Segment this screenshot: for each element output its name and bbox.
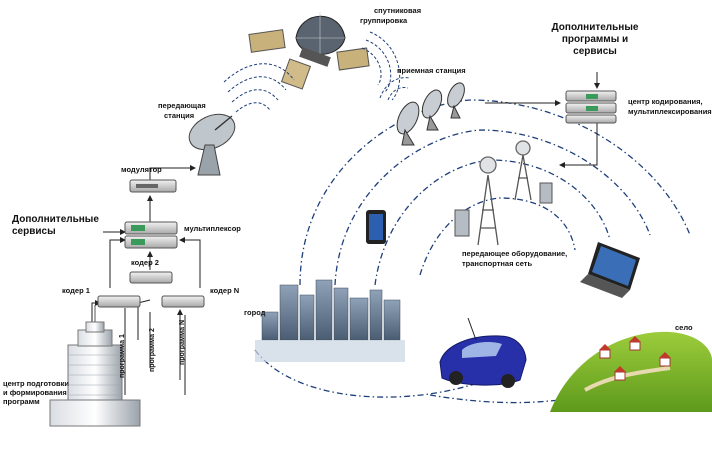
laptop-icon [580, 242, 640, 298]
satellite-waves [361, 31, 401, 101]
prep-center-building-icon [49, 305, 141, 427]
prog1-label: программа 1 [119, 334, 126, 378]
connection-arrows [91, 72, 600, 395]
server-rack-icon [454, 182, 553, 237]
satellite-icon [248, 12, 370, 90]
modulator-label: модулятор [121, 165, 162, 174]
transmit-dish-icon [188, 113, 236, 176]
coder2-label: кодер 2 [131, 258, 159, 267]
coderN-label: кодер N [210, 286, 239, 295]
coding-center-label: центр кодирования,мультиплексирования [628, 97, 712, 116]
multiplexer-device [124, 221, 178, 249]
coding-center-device [565, 90, 617, 124]
coder1-device [97, 295, 141, 308]
transmit-dish-waves [223, 63, 295, 113]
car-icon [439, 317, 527, 388]
coderN-device [161, 295, 205, 308]
village-label: село [675, 323, 693, 332]
receive-station-label: приемная станция [397, 66, 466, 75]
city-reflection [255, 340, 405, 362]
prog2-label: программа 2 [149, 328, 156, 372]
tablet-icon [366, 210, 386, 244]
coder1-label: кодер 1 [62, 286, 90, 295]
receive-dishes-icon [396, 82, 465, 146]
transmit-towers-icon [477, 140, 532, 246]
transmit-equipment-label: передающее оборудование,транспортная сет… [462, 249, 567, 268]
receive-dish-waves [379, 77, 411, 101]
city-label: город [244, 308, 266, 317]
city-skyline-icon [261, 279, 401, 341]
multiplexer-label: мультиплексор [184, 224, 241, 233]
modulator-device [129, 179, 177, 193]
village-hill-icon [550, 331, 712, 412]
coder2-device [129, 271, 173, 284]
progN-label: программа N [179, 320, 186, 365]
